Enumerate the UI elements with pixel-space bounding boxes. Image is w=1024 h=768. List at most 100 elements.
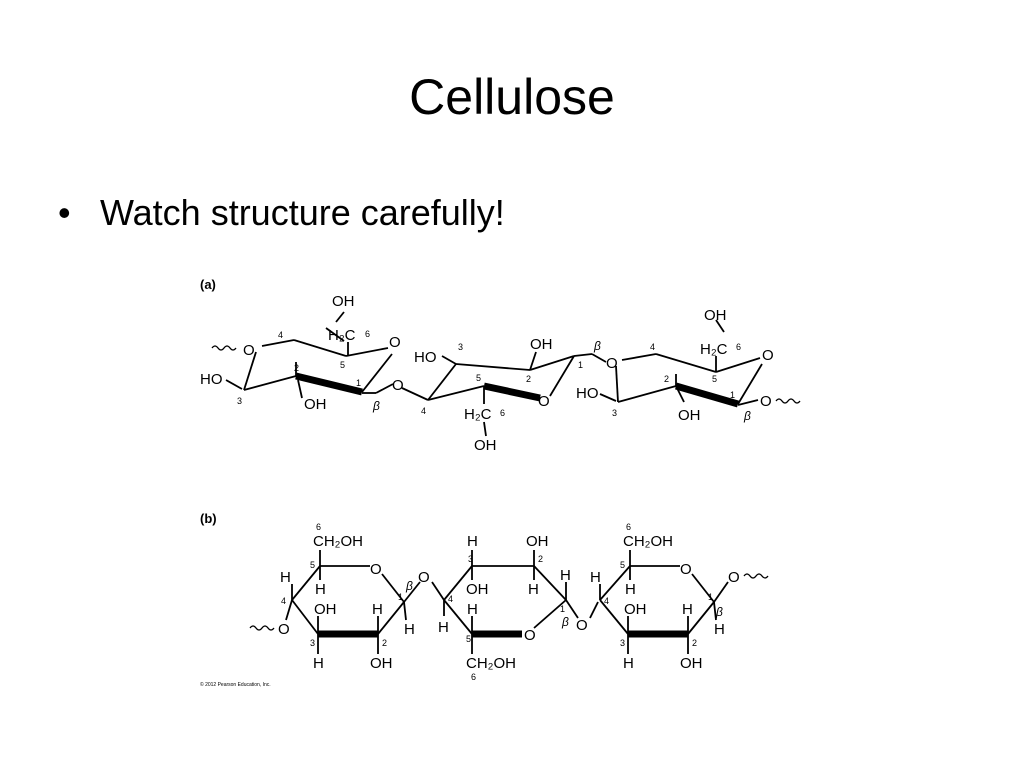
beta-linkage-label: β xyxy=(593,339,601,353)
carbon-number-label: 1 xyxy=(398,592,403,602)
carbon-number-label: 6 xyxy=(365,329,370,339)
chemical-bond xyxy=(599,599,629,635)
chemical-bond xyxy=(737,363,763,405)
carbon-number-label: 6 xyxy=(626,522,631,532)
carbon-number-label: 3 xyxy=(468,554,473,564)
chemical-bond xyxy=(675,382,739,408)
panel-b-label: (b) xyxy=(200,511,217,526)
chain-continuation-left-a xyxy=(211,345,237,351)
carbon-number-label: 4 xyxy=(650,342,655,352)
atom-label: O xyxy=(680,561,692,578)
atom-label: O xyxy=(392,377,404,394)
carbon-number-label: 2 xyxy=(692,638,697,648)
atom-label: O xyxy=(760,393,772,410)
chemical-bond xyxy=(427,385,485,401)
chemical-bond xyxy=(403,601,407,621)
carbon-number-label: 6 xyxy=(316,522,321,532)
carbon-number-label: 5 xyxy=(466,634,471,644)
carbon-number-label: 5 xyxy=(340,360,345,370)
chemical-bond xyxy=(533,599,567,629)
chemical-bond xyxy=(713,601,717,621)
atom-label: H₂C xyxy=(464,406,492,423)
chemical-bond xyxy=(285,599,293,621)
atom-label: H xyxy=(467,533,478,550)
carbon-number-label: 6 xyxy=(471,672,476,682)
atom-label: O xyxy=(728,569,740,586)
atom-label: O xyxy=(606,355,618,372)
panel-b-haworth-structures: 6 CH₂OH O H H OH H O H OH H 5 4 3 2 1 β xyxy=(249,522,769,682)
atom-label: O xyxy=(389,334,401,351)
carbon-number-label: 3 xyxy=(458,342,463,352)
atom-label: H₂C xyxy=(328,327,356,344)
carbon-number-label: 1 xyxy=(356,378,361,388)
slide-title: Cellulose xyxy=(409,69,615,125)
chemical-bond xyxy=(291,565,321,601)
chemical-bond xyxy=(401,387,429,401)
beta-linkage-label: β xyxy=(372,399,380,413)
chemical-bond xyxy=(261,339,295,347)
chemical-bond xyxy=(715,357,761,373)
atom-label: H xyxy=(313,655,324,672)
atom-label: CH₂OH xyxy=(466,655,516,672)
chemical-bond xyxy=(615,365,619,403)
atom-label: O xyxy=(370,561,382,578)
chemical-bond xyxy=(441,355,457,365)
chain-continuation-right-a xyxy=(775,398,801,404)
atom-label: CH₂OH xyxy=(623,533,673,550)
chemical-bond xyxy=(291,599,319,635)
chemical-bond xyxy=(483,421,487,437)
chemical-bond xyxy=(675,385,685,403)
chemical-bond xyxy=(565,599,579,619)
panel-a-chair-structures: O OH H₂C 6 O HO OH O 4 2 5 1 3 β xyxy=(200,293,801,454)
atom-label: H xyxy=(682,601,693,618)
atom-label: H₂C xyxy=(700,341,728,358)
chain-continuation-right-b xyxy=(743,573,769,579)
carbon-number-label: 2 xyxy=(538,554,543,564)
chemical-bond xyxy=(377,601,405,635)
glucose-chair-2: HO OH O H₂C 6 OH 3 5 2 1 4 β xyxy=(401,336,607,454)
atom-label: O xyxy=(538,393,550,410)
glucose-chair-3: O OH H₂C 6 O HO OH O 4 2 5 1 3 β xyxy=(576,307,774,424)
carbon-number-label: 4 xyxy=(278,330,283,340)
atom-label: OH xyxy=(474,437,497,454)
chemical-bond xyxy=(533,565,567,601)
atom-label: H xyxy=(590,569,601,586)
atom-label: OH xyxy=(332,293,355,310)
atom-label: O xyxy=(524,627,536,644)
chemical-bond xyxy=(381,573,405,603)
chemical-bond xyxy=(599,565,631,601)
atom-label: OH xyxy=(304,396,327,413)
atom-label: OH xyxy=(466,581,489,598)
chemical-bond xyxy=(691,573,715,603)
chemical-bond xyxy=(549,355,575,397)
carbon-number-label: 4 xyxy=(448,594,453,604)
atom-label: O xyxy=(243,342,255,359)
atom-label: O xyxy=(418,569,430,586)
atom-label: HO xyxy=(200,371,223,388)
chemical-bond xyxy=(361,353,393,393)
chemical-bond xyxy=(737,399,759,406)
carbon-number-label: 2 xyxy=(382,638,387,648)
atom-label: H xyxy=(467,601,478,618)
carbon-number-label: 4 xyxy=(604,596,609,606)
panel-a-label: (a) xyxy=(200,277,216,292)
chemical-bond xyxy=(293,339,347,357)
atom-label: H xyxy=(372,601,383,618)
copyright-note: © 2012 Pearson Education, Inc. xyxy=(200,681,271,688)
chain-continuation-left-b xyxy=(249,625,275,631)
atom-label: H xyxy=(315,581,326,598)
chemical-bond xyxy=(443,599,473,635)
carbon-number-label: 6 xyxy=(500,408,505,418)
bullet-item: •Watch structure carefully! xyxy=(58,188,505,238)
carbon-number-label: 2 xyxy=(664,374,669,384)
carbon-number-label: 3 xyxy=(620,638,625,648)
carbon-number-label: 1 xyxy=(560,604,565,614)
atom-label: HO xyxy=(576,385,599,402)
carbon-number-label: 3 xyxy=(612,408,617,418)
atom-label: OH xyxy=(370,655,393,672)
carbon-number-label: 1 xyxy=(708,592,713,602)
chemical-bond xyxy=(295,372,363,396)
carbon-number-label: 6 xyxy=(736,342,741,352)
atom-label: H xyxy=(714,621,725,638)
beta-linkage-label: β xyxy=(405,579,413,593)
